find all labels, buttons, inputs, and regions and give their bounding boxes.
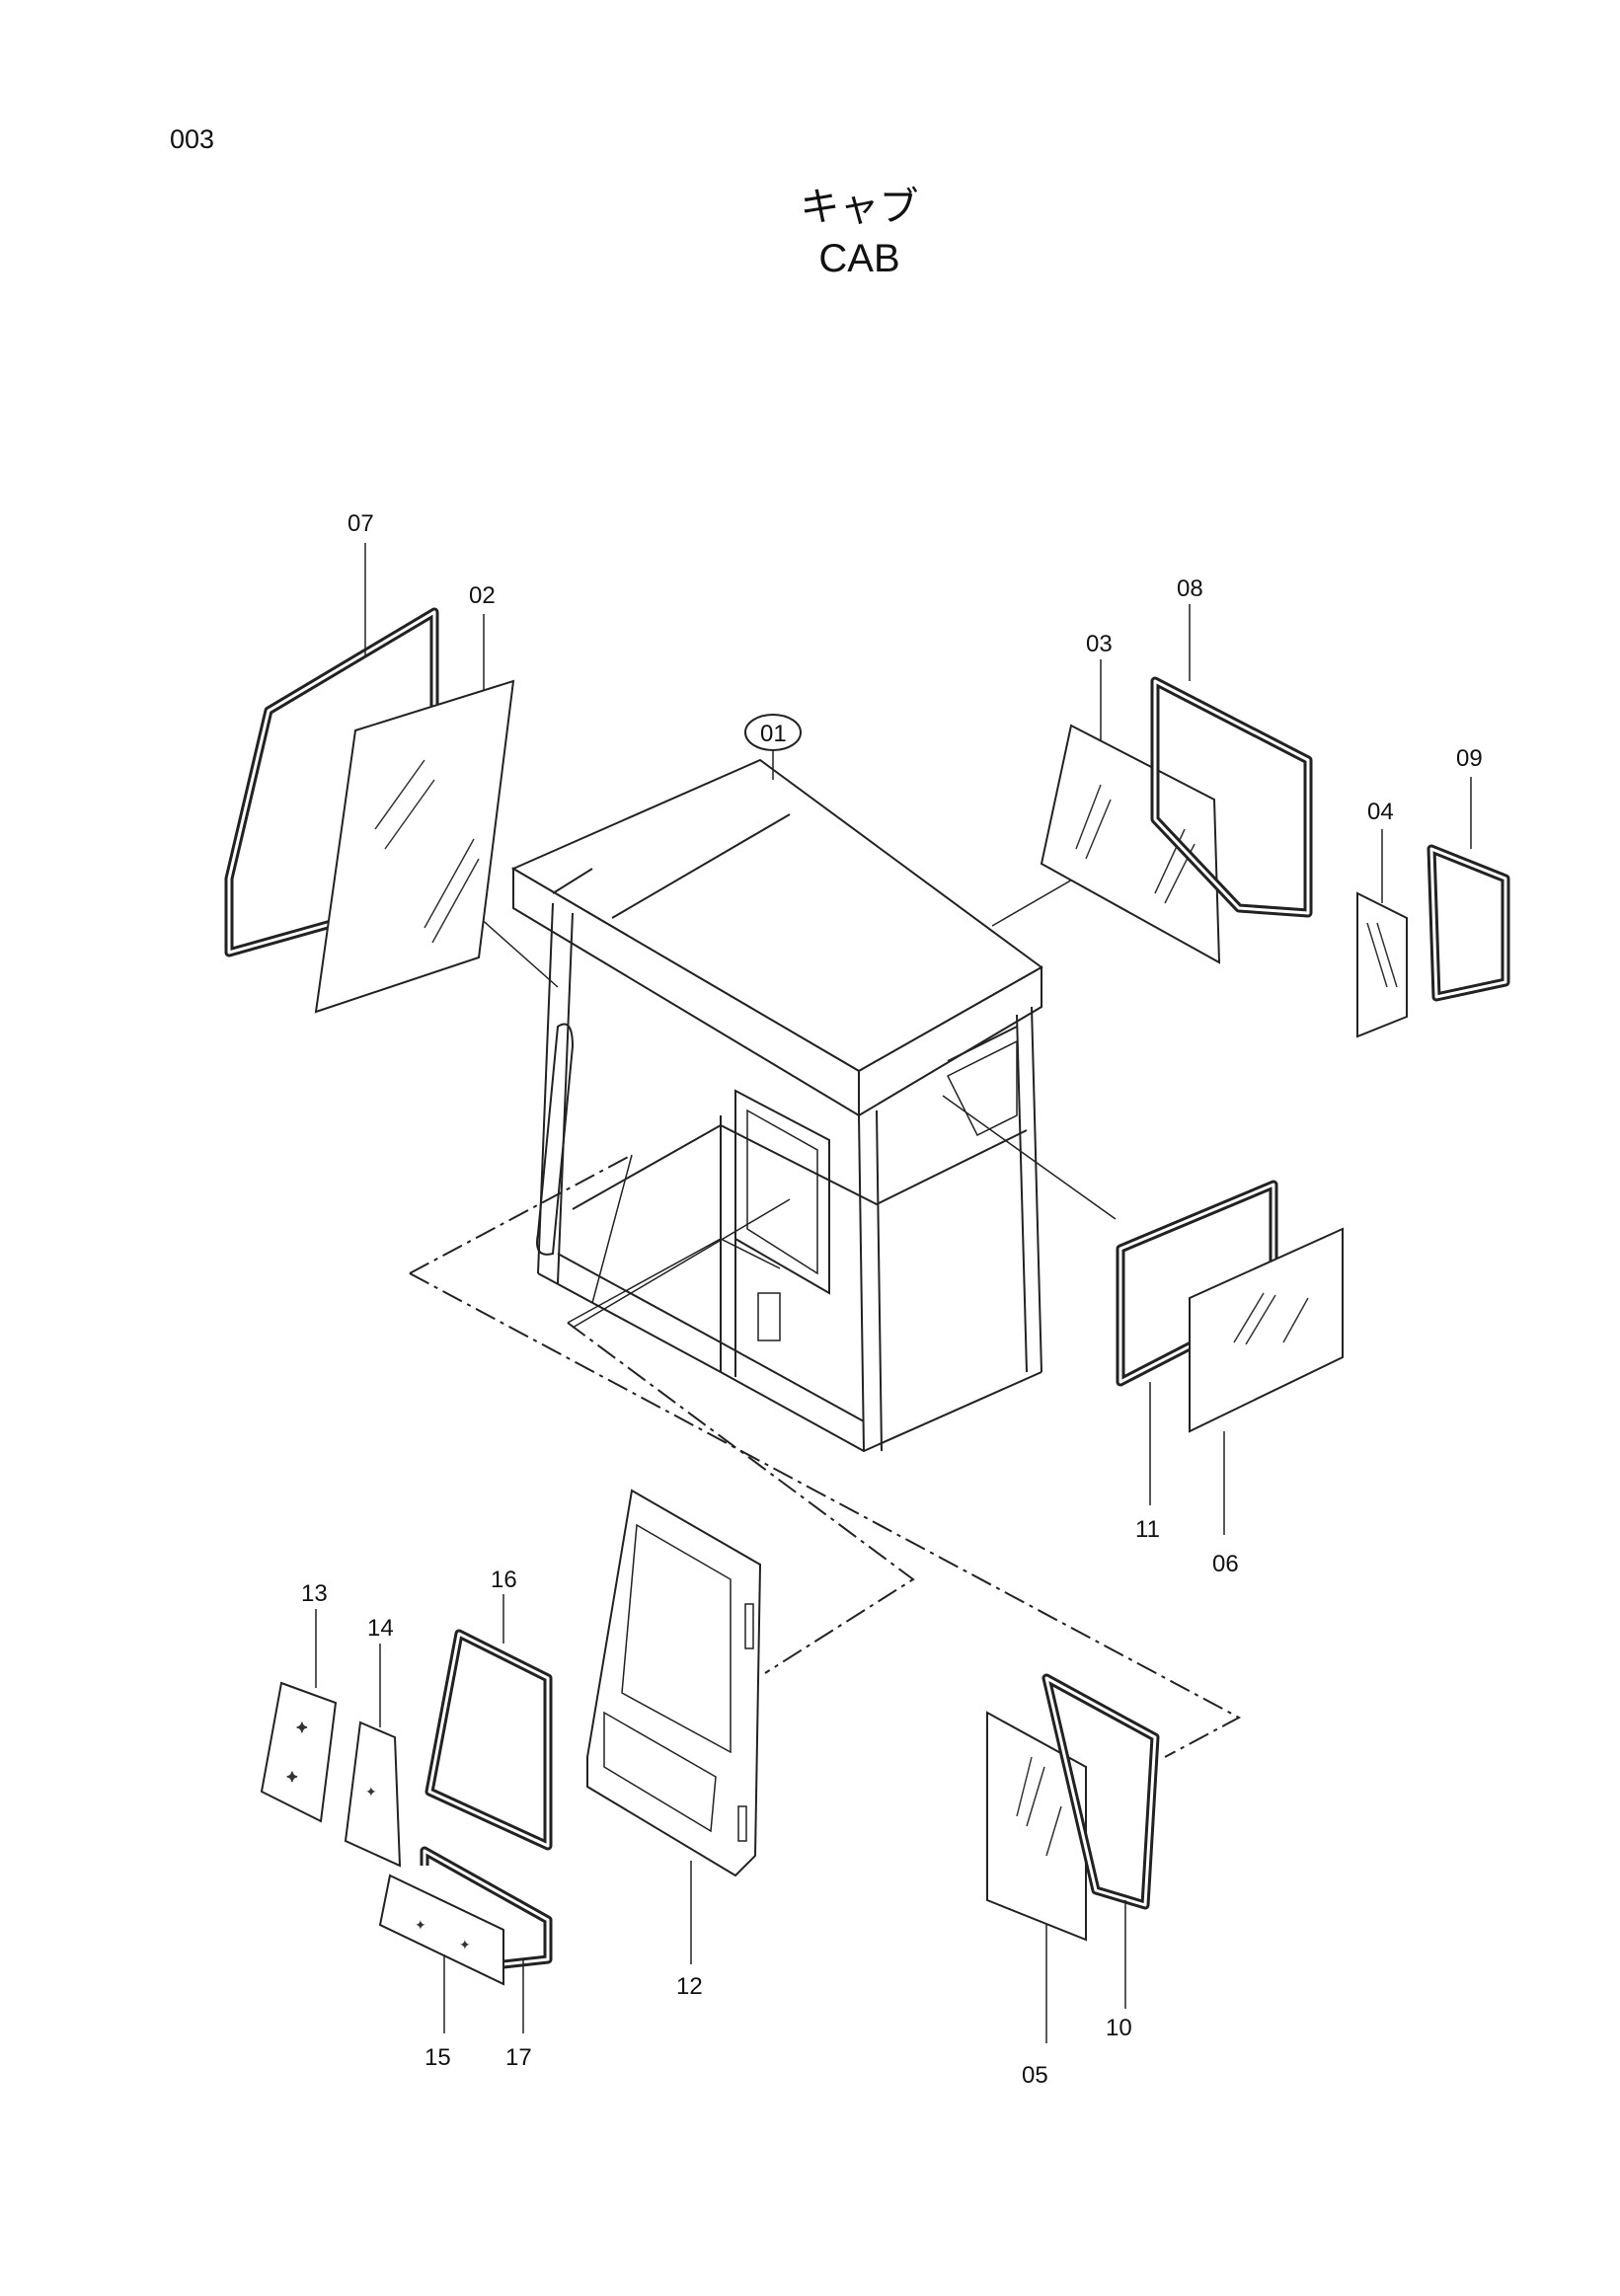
- rear-glass-seal: [1150, 676, 1313, 918]
- callout-15: 15: [424, 2044, 451, 2071]
- door-glass-lower: ✦ ✦: [378, 1874, 504, 1986]
- callout-01: 01: [760, 721, 787, 747]
- svg-text:✦: ✦: [365, 1784, 377, 1799]
- page-title: キャブ CAB: [0, 182, 1620, 284]
- door-glass-seal-upper: [424, 1629, 553, 1851]
- callout-11: 11: [1135, 1516, 1160, 1543]
- page-number: 003: [170, 124, 215, 154]
- door: [586, 1489, 762, 1877]
- callout-08: 08: [1177, 575, 1203, 602]
- rear-glass: [1040, 724, 1221, 964]
- svg-text:✦: ✦: [286, 1769, 298, 1785]
- cab-body: [510, 758, 1043, 1453]
- callout-10: 10: [1106, 2015, 1132, 2041]
- callout-04: 04: [1367, 799, 1394, 825]
- callout-03: 03: [1086, 631, 1113, 657]
- title-japanese: キャブ: [800, 186, 919, 229]
- svg-text:✦: ✦: [459, 1937, 471, 1952]
- callout-14: 14: [367, 1615, 394, 1642]
- door-glass-seal-lower: [420, 1846, 553, 1969]
- small-rear-glass: [1356, 891, 1408, 1038]
- front-glass: [314, 679, 515, 1014]
- callout-09: 09: [1456, 745, 1483, 772]
- callout-16: 16: [491, 1567, 517, 1593]
- small-rear-glass-seal: [1427, 844, 1510, 1002]
- callout-12: 12: [676, 1973, 703, 2000]
- callout-06: 06: [1212, 1551, 1239, 1577]
- callout-02: 02: [469, 582, 496, 609]
- callout-05: 05: [1022, 2062, 1048, 2089]
- svg-text:✦: ✦: [415, 1917, 426, 1933]
- callout-13: 13: [301, 1580, 328, 1607]
- callout-17: 17: [505, 2044, 532, 2071]
- door-glass-upper: ✦ ✦: [260, 1681, 338, 1823]
- side-glass-lower-seal: [1041, 1673, 1160, 1910]
- door-glass-middle: ✦: [344, 1721, 402, 1868]
- callout-circle-01: [744, 714, 802, 751]
- side-glass-lower: [986, 1711, 1087, 1942]
- side-glass-right: [1189, 1227, 1344, 1433]
- title-english: CAB: [818, 237, 900, 280]
- callout-07: 07: [347, 510, 374, 537]
- svg-text:✦: ✦: [296, 1720, 308, 1735]
